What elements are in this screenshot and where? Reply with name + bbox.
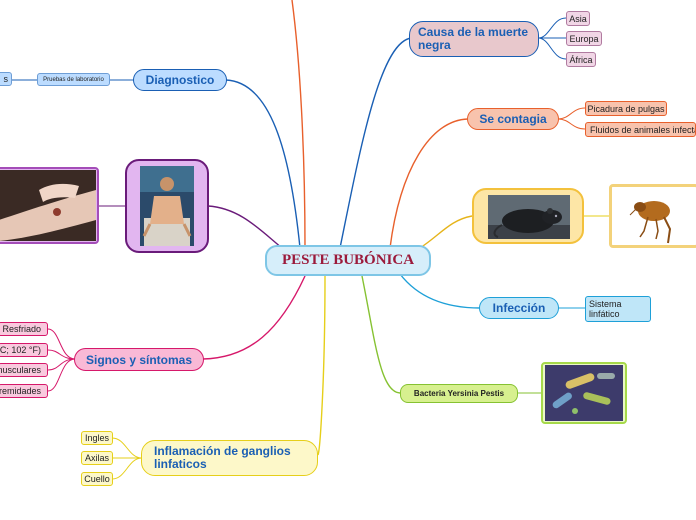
topic-causa[interactable]: Causa de la muerte negra [409, 21, 539, 57]
subtopic-resfriado[interactable]: Resfriado [0, 322, 48, 336]
subtopic-dolores-musculares[interactable]: musculares [0, 363, 48, 377]
topic-se-contagia[interactable]: Se contagia [467, 108, 559, 130]
subtopic-axilas[interactable]: Axilas [81, 451, 113, 465]
patient-photo [140, 166, 194, 246]
subtopic-extremidades[interactable]: remidades [0, 384, 48, 398]
subtopic-cuello[interactable]: Cuello [81, 472, 113, 486]
subtopic-europa[interactable]: Europa [566, 31, 602, 46]
subtopic-ingles[interactable]: Ingles [81, 431, 113, 445]
flea-photo-frame[interactable] [609, 184, 696, 248]
subtopic-sistema-linfatico[interactable]: Sistema linfático [585, 296, 651, 322]
subtopic-fluidos[interactable]: Fluidos de animales infecta [585, 122, 696, 137]
topic-signos[interactable]: Signos y síntomas [74, 348, 204, 371]
flea-photo [612, 187, 696, 245]
topic-infeccion[interactable]: Infección [479, 297, 559, 319]
subtopic-diagnostico-offscreen[interactable]: s [0, 72, 12, 86]
topic-bacteria[interactable]: Bacteria Yersinia Pestis [400, 384, 518, 403]
subtopic-africa[interactable]: África [566, 52, 596, 67]
subtopic-pruebas-laboratorio[interactable]: Pruebas de laboratorio [37, 73, 110, 86]
topic-inflamacion[interactable]: Inflamación de ganglios linfaticos [141, 440, 318, 476]
rat-photo-frame[interactable] [472, 188, 584, 244]
topic-diagnostico[interactable]: Diagnostico [133, 69, 227, 91]
subtopic-asia[interactable]: Asia [566, 11, 590, 26]
subtopic-picadura[interactable]: Picadura de pulgas [585, 101, 667, 116]
limb-photo-frame[interactable] [0, 167, 99, 244]
subtopic-fiebre[interactable]: C; 102 °F) [0, 343, 48, 357]
bacteria-photo-frame[interactable] [541, 362, 627, 424]
limb-photo [0, 170, 96, 241]
central-topic[interactable]: PESTE BUBÓNICA [265, 245, 431, 276]
bacteria-photo [545, 365, 623, 421]
patient-photo-frame[interactable] [125, 159, 209, 253]
rat-photo [488, 195, 570, 239]
